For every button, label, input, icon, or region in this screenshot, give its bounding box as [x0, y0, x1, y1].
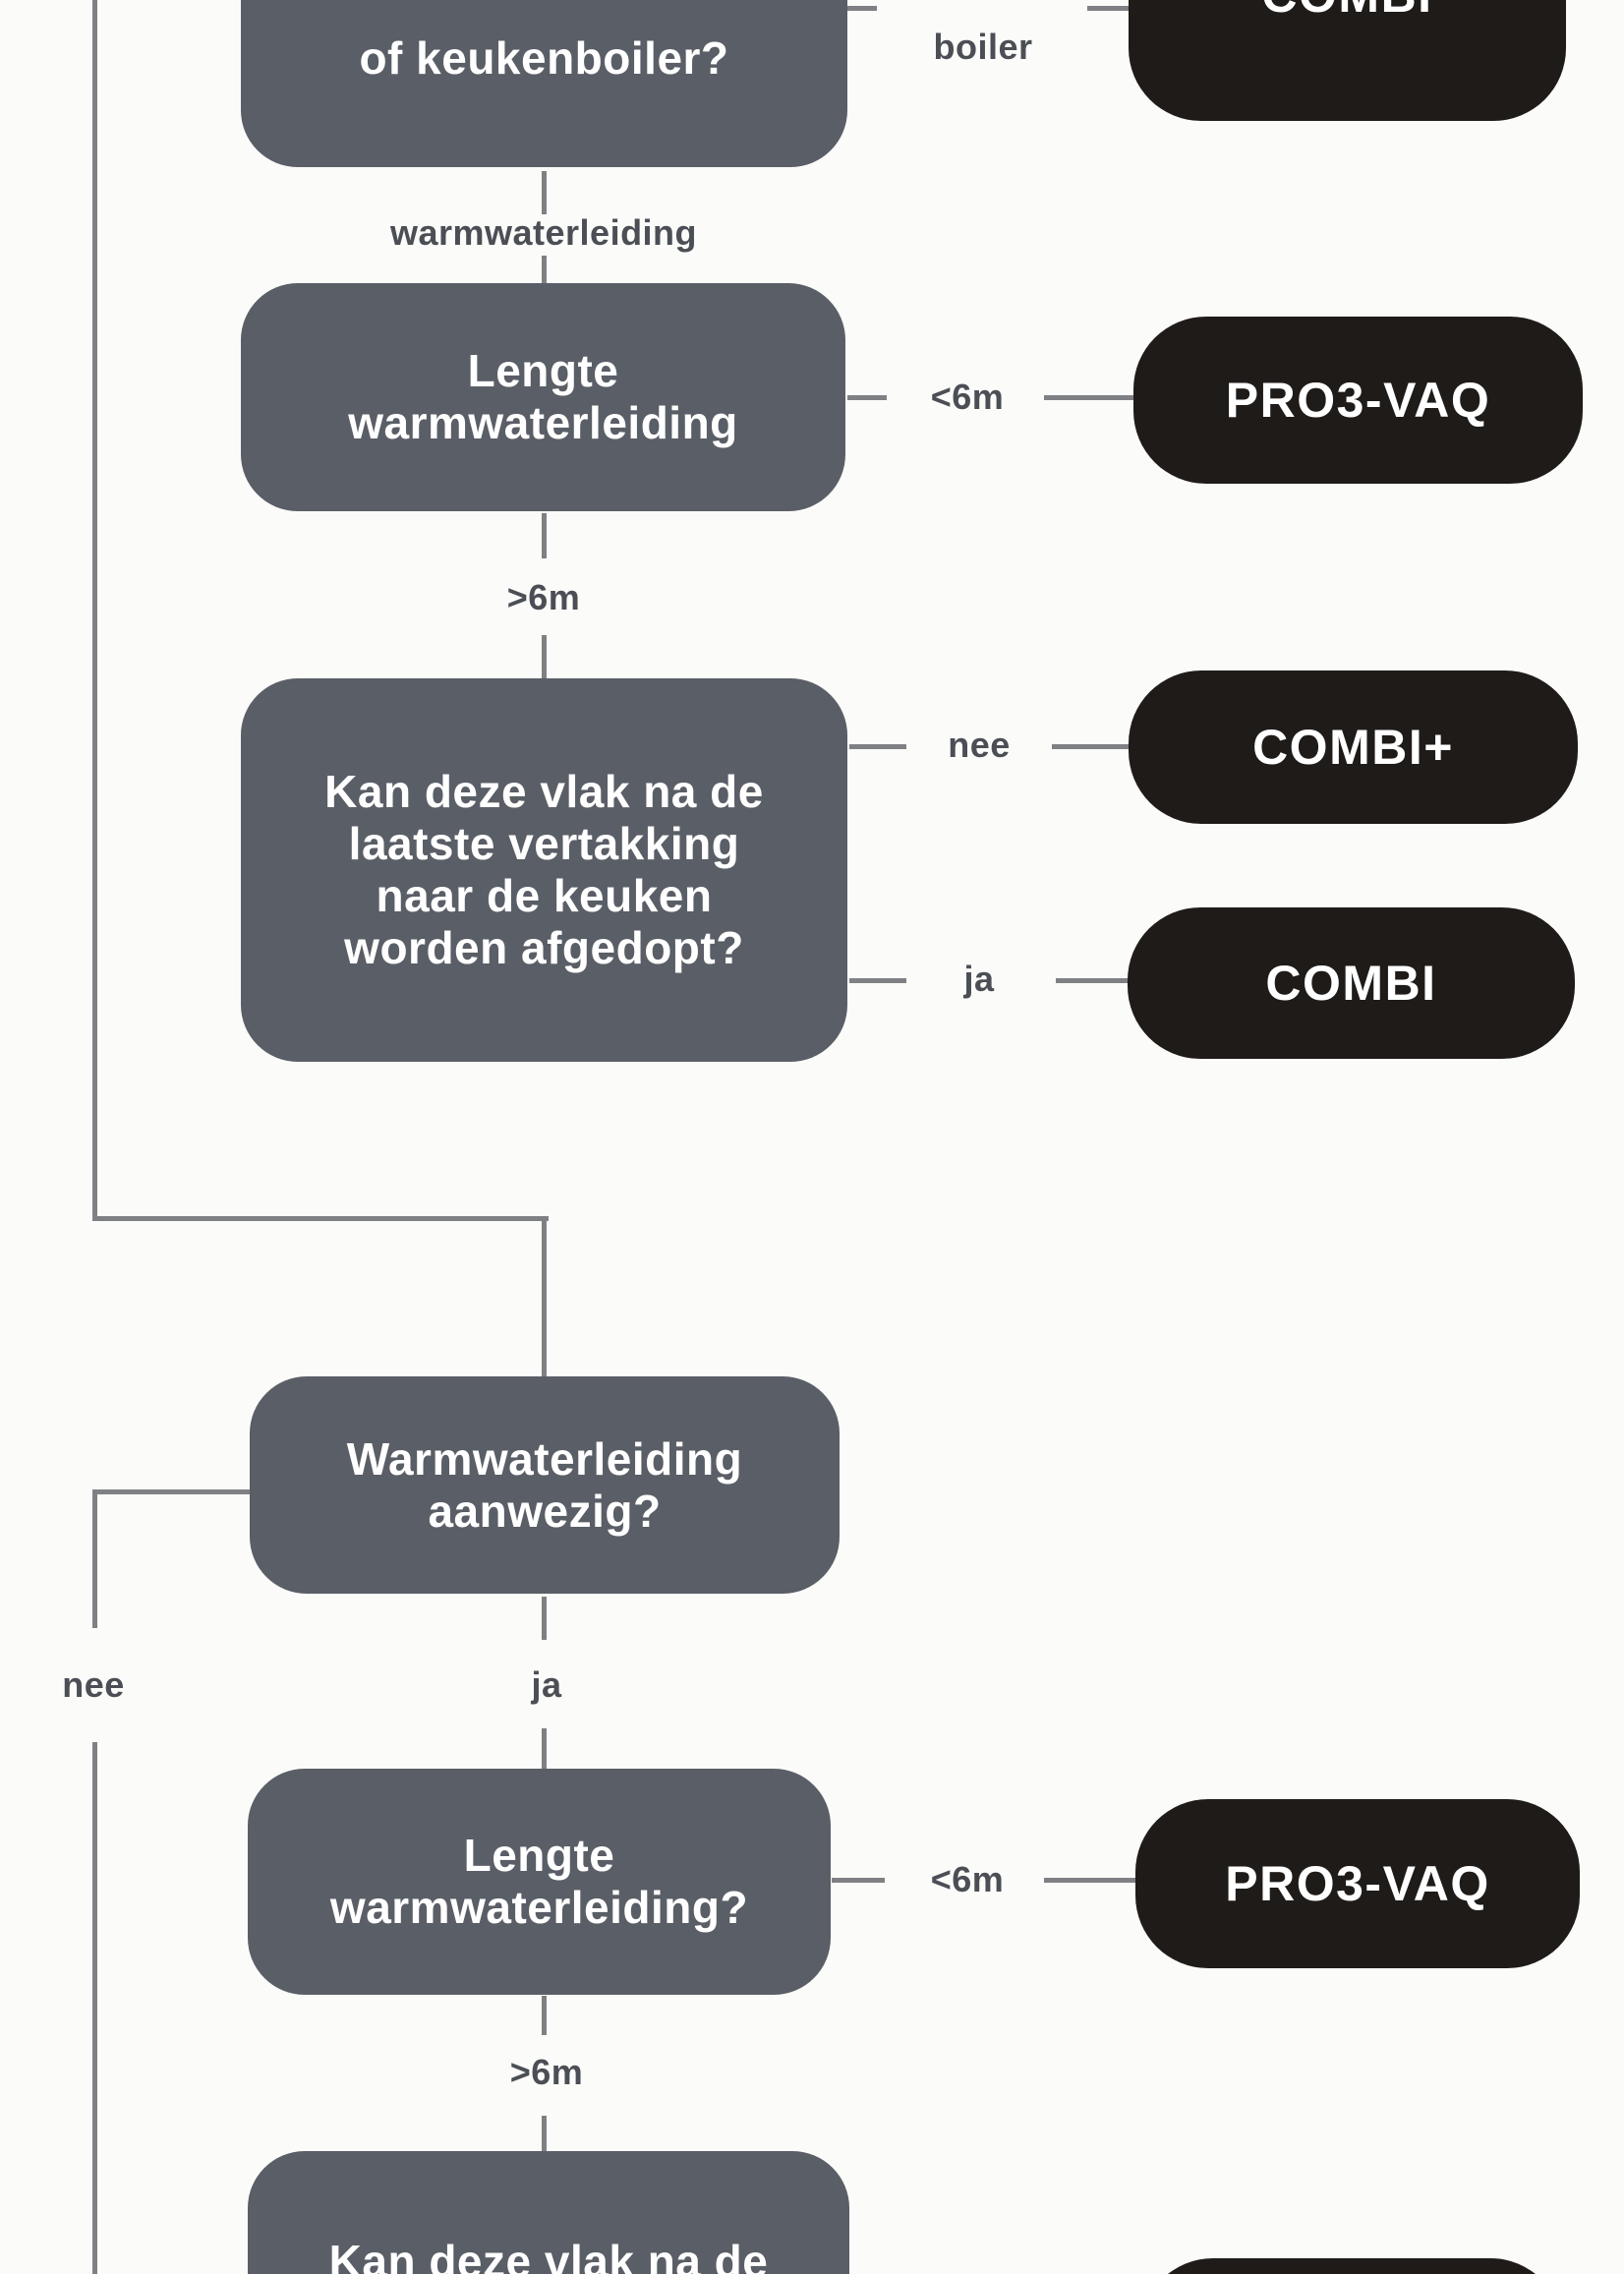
connector-nee2-rail-a [92, 1489, 97, 1628]
decision-box-line: worden afgedopt? [344, 922, 744, 973]
edge-label-boiler: boiler [933, 27, 1033, 67]
connector-lt6m1-b [1044, 395, 1135, 400]
edge-label-warmwaterleiding: warmwaterleiding [389, 212, 698, 253]
connector-ja1-b [1056, 978, 1129, 983]
outcome-pill-label: PRO3-VAQ [1225, 373, 1491, 428]
edge-label-lt6m-2: <6m [930, 1859, 1005, 1899]
edge-label-nee-1: nee [948, 725, 1011, 765]
outcome-pill-pro3vaq-1: PRO3-VAQ [1133, 317, 1583, 484]
outcome-pill-label: PRO3-VAQ [1225, 1856, 1490, 1911]
decision-box-lengte-1: Lengte warmwaterleiding [241, 283, 845, 511]
edge-label-nee-2: nee [62, 1664, 125, 1705]
decision-box-line: Warmwaterleiding [346, 1432, 743, 1485]
connector-boiler-a [847, 6, 877, 11]
outcome-pill-combi-top: COMBI [1129, 0, 1566, 121]
decision-box-afdoppen-1: Kan deze vlak na de laatste vertakking n… [241, 678, 847, 1062]
connector-left-rail [92, 0, 97, 1221]
connector-ja2-a [542, 1597, 547, 1640]
connector-lt6m2-b [1044, 1878, 1138, 1883]
connector-warm-nee-left [92, 1489, 252, 1494]
connector-lt6m2-a [832, 1878, 885, 1883]
outcome-pill-label: COMBI [1261, 0, 1432, 24]
connector-rail-elbow-horizontal [92, 1216, 549, 1221]
outcome-pill-combi: COMBI [1128, 907, 1575, 1059]
connector-ja1-a [849, 978, 906, 983]
decision-box-line: of keukenboiler? [359, 32, 729, 84]
edge-label-gt6m-1: >6m [506, 577, 581, 617]
decision-box-line: Kan deze vlak na de [328, 2236, 769, 2274]
edge-label-gt6m-2: >6m [509, 2052, 584, 2092]
outcome-pill-partial-bottom [1140, 2258, 1563, 2274]
edge-label-ja-1: ja [963, 959, 995, 999]
decision-box-top-question: of keukenboiler? [241, 0, 847, 167]
decision-box-lengte-2: Lengte warmwaterleiding? [248, 1769, 831, 1995]
decision-box-line: Lengte [467, 345, 619, 396]
decision-box-line: warmwaterleiding [348, 397, 738, 448]
connector-nee1-a [849, 744, 906, 749]
connector-nee2-rail-b [92, 1742, 97, 2274]
connector-gt6m2-b [542, 2116, 547, 2153]
connector-boiler-b [1087, 6, 1131, 11]
decision-box-warm-aanwezig: Warmwaterleiding aanwezig? [250, 1376, 840, 1594]
outcome-pill-pro3vaq-2: PRO3-VAQ [1135, 1799, 1580, 1968]
connector-gt6m1-b [542, 635, 547, 680]
decision-box-line: aanwezig? [428, 1485, 662, 1537]
decision-box-line: naar de keuken [376, 870, 713, 921]
outcome-pill-label: COMBI+ [1252, 720, 1454, 775]
outcome-pill-combi-plus: COMBI+ [1129, 671, 1578, 824]
edge-label-lt6m-1: <6m [930, 377, 1005, 417]
connector-topbox-down-b [542, 256, 547, 287]
connector-gt6m1-a [542, 513, 547, 558]
edge-label-ja-2: ja [531, 1664, 562, 1705]
decision-box-line: laatste vertakking [348, 818, 740, 869]
connector-ja2-b [542, 1728, 547, 1772]
decision-box-afdoppen-2: Kan deze vlak na de [248, 2151, 849, 2274]
decision-box-line: Lengte [463, 1830, 615, 1881]
decision-box-line: Kan deze vlak na de [324, 766, 764, 817]
connector-rail-elbow-down [542, 1216, 547, 1380]
connector-topbox-down-a [542, 171, 547, 214]
connector-gt6m2-a [542, 1996, 547, 2035]
outcome-pill-label: COMBI [1265, 956, 1437, 1011]
connector-lt6m1-a [847, 395, 887, 400]
connector-nee1-b [1052, 744, 1131, 749]
decision-box-line: warmwaterleiding? [329, 1882, 749, 1933]
